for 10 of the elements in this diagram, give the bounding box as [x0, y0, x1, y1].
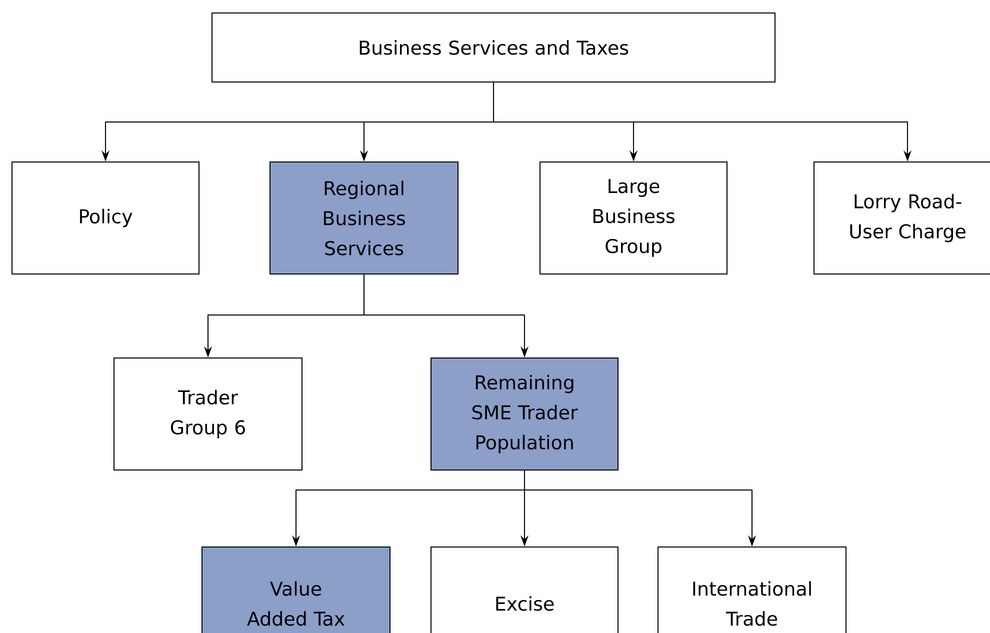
highlighted-box: Value Added Tax	[202, 546, 390, 633]
org-box: International Trade	[658, 546, 846, 633]
org-box: Lorry Road-User Charge	[814, 162, 990, 274]
org-box: Trader Group 6	[114, 358, 302, 470]
org-box: Large Business Group	[540, 162, 728, 274]
org-box: Policy	[12, 162, 200, 274]
highlighted-box: Regional Business Services	[270, 162, 458, 274]
org-box: Excise	[430, 546, 618, 633]
highlighted-box: Remaining SME Trader Population	[430, 358, 618, 470]
org-box: Business Services and Taxes	[212, 12, 776, 82]
